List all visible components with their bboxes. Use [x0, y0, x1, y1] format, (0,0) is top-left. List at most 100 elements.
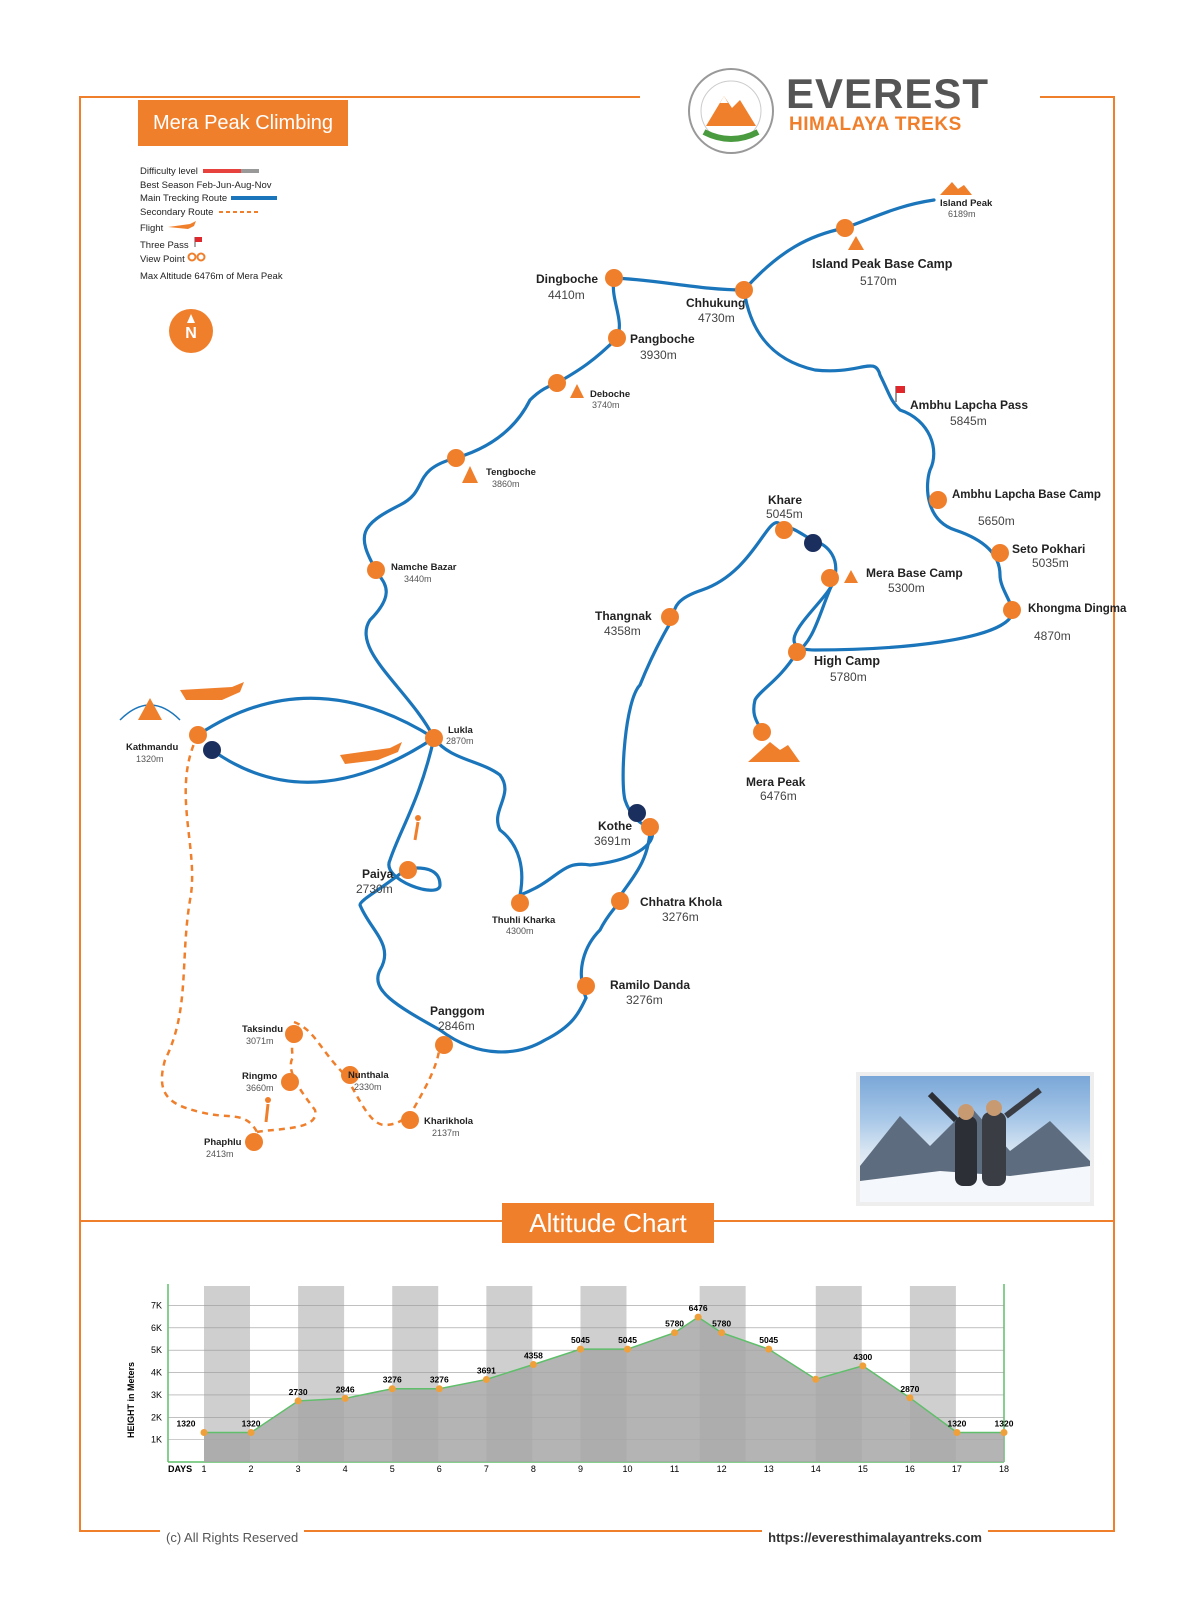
hiker-icon-paiya: [413, 815, 421, 841]
alt-dingboche: 4410m: [548, 288, 585, 302]
marker-khare: [804, 534, 822, 552]
x-tick-label: 12: [717, 1464, 727, 1474]
label-mera-bc: Mera Base Camp: [866, 566, 963, 580]
tengboche-stupa-icon: [462, 466, 478, 483]
x-tick-label: 14: [811, 1464, 821, 1474]
website-link[interactable]: https://everesthimalayantreks.com: [762, 1530, 988, 1545]
alt-amphu-bc: 5650m: [978, 514, 1015, 528]
altitude-point: [482, 1375, 490, 1383]
alt-island-bc: 5170m: [860, 274, 897, 288]
altitude-value-label: 3691: [477, 1365, 496, 1375]
altitude-value-label: 5045: [618, 1335, 637, 1345]
alt-panggom: 2846m: [438, 1019, 475, 1033]
x-tick-label: 3: [296, 1464, 301, 1474]
station-deboche: [548, 374, 566, 392]
x-tick-label: 16: [905, 1464, 915, 1474]
alt-khare: 5045m: [766, 507, 803, 521]
alt-pangboche: 3930m: [640, 348, 677, 362]
main-route-line-icon: [230, 196, 277, 200]
alt-taksindu: 3071m: [246, 1036, 274, 1046]
alt-mera-peak: 6476m: [760, 789, 797, 803]
altitude-point: [694, 1313, 702, 1321]
station-namche: [367, 561, 385, 579]
legend-view-point: View Point: [140, 252, 283, 267]
station-lukla: [425, 729, 443, 747]
alt-island-peak: 6189m: [948, 209, 976, 219]
altitude-value-label: 1320: [947, 1418, 966, 1428]
x-tick-label: 1: [201, 1464, 206, 1474]
plane-icon: [167, 221, 196, 229]
station-paiya: [399, 861, 417, 879]
station-ringmo: [281, 1073, 299, 1091]
legend-three-pass: Three Pass: [140, 236, 283, 253]
x-tick-label: 17: [952, 1464, 962, 1474]
alt-chhukung: 4730m: [698, 311, 735, 325]
label-ringmo: Ringmo: [242, 1071, 278, 1082]
hiker-icon-phaphlu: [264, 1097, 271, 1123]
station-amphu-bc: [929, 491, 947, 509]
x-tick-label: 8: [531, 1464, 536, 1474]
chart-x-axis-label: DAYS: [168, 1464, 192, 1474]
label-amphu-bc: Ambhu Lapcha Base Camp: [952, 489, 1101, 501]
station-khare: [775, 521, 793, 539]
station-kathmandu: [189, 726, 207, 744]
legend-flight: Flight: [140, 219, 283, 236]
altitude-value-label: 1320: [242, 1418, 261, 1428]
station-dingboche: [605, 269, 623, 287]
label-island-peak: Island Peak: [940, 198, 993, 209]
station-high-camp: [788, 643, 806, 661]
altitude-point: [247, 1428, 255, 1436]
alt-deboche: 3740m: [592, 400, 620, 410]
route-chhukung-island: [742, 198, 936, 292]
route-highcamp-mera: [752, 650, 799, 737]
y-tick-label: 2K: [151, 1412, 162, 1422]
alt-high-camp: 5780m: [830, 670, 867, 684]
label-high-camp: High Camp: [814, 654, 880, 668]
dark-markers: [203, 534, 822, 822]
label-thuhli: Thuhli Kharka: [492, 915, 556, 926]
island-peak-mountain-icon: [940, 182, 972, 195]
x-tick-label: 9: [578, 1464, 583, 1474]
place-labels: Island Peak 6189m Island Peak Base Camp …: [126, 198, 1127, 1159]
altitude-value-label: 3276: [430, 1375, 449, 1385]
label-chhatra: Chhatra Khola: [640, 895, 722, 909]
label-lukla: Lukla: [448, 725, 474, 736]
label-amphu-pass: Ambhu Lapcha Pass: [910, 398, 1028, 412]
alt-amphu-pass: 5845m: [950, 414, 987, 428]
route-kharikhola-panggom: [412, 1039, 442, 1109]
mera-camp-tent-icon: [844, 570, 858, 583]
station-island-base: [836, 219, 854, 237]
trek-map: Island Peak 6189m Island Peak Base Camp …: [119, 182, 1127, 1159]
brand-subtitle: HIMALAYA TREKS: [789, 114, 962, 135]
label-island-bc: Island Peak Base Camp: [812, 257, 953, 271]
station-kharikhola: [401, 1111, 419, 1129]
station-khongma: [1003, 601, 1021, 619]
x-tick-label: 10: [623, 1464, 633, 1474]
station-ramilo: [577, 977, 595, 995]
altitude-point: [859, 1362, 867, 1370]
brand-name: EVEREST: [786, 70, 990, 117]
north-arrow-icon: N: [169, 309, 213, 353]
chart-y-axis-label: HEIGHT in Meters: [126, 1362, 136, 1438]
label-seto-pokhari: Seto Pokhari: [1012, 542, 1085, 556]
x-tick-label: 6: [437, 1464, 442, 1474]
label-phaphlu: Phaphlu: [204, 1137, 242, 1148]
x-tick-label: 15: [858, 1464, 868, 1474]
station-pangboche: [608, 329, 626, 347]
altitude-point: [765, 1345, 773, 1353]
x-tick-label: 7: [484, 1464, 489, 1474]
altitude-value-label: 4300: [853, 1352, 872, 1362]
station-phaphlu: [245, 1133, 263, 1151]
altitude-point: [953, 1428, 961, 1436]
alt-mera-bc: 5300m: [888, 581, 925, 595]
alt-kharikhola: 2137m: [432, 1128, 460, 1138]
legend-secondary-route: Secondary Route: [140, 206, 283, 220]
marker-kathmandu: [203, 741, 221, 759]
y-tick-label: 6K: [151, 1323, 162, 1333]
altitude-value-label: 5045: [759, 1335, 778, 1345]
route-ktm-lukla-upper: [196, 696, 436, 740]
x-tick-label: 18: [999, 1464, 1009, 1474]
altitude-value-label: 1320: [995, 1418, 1014, 1428]
